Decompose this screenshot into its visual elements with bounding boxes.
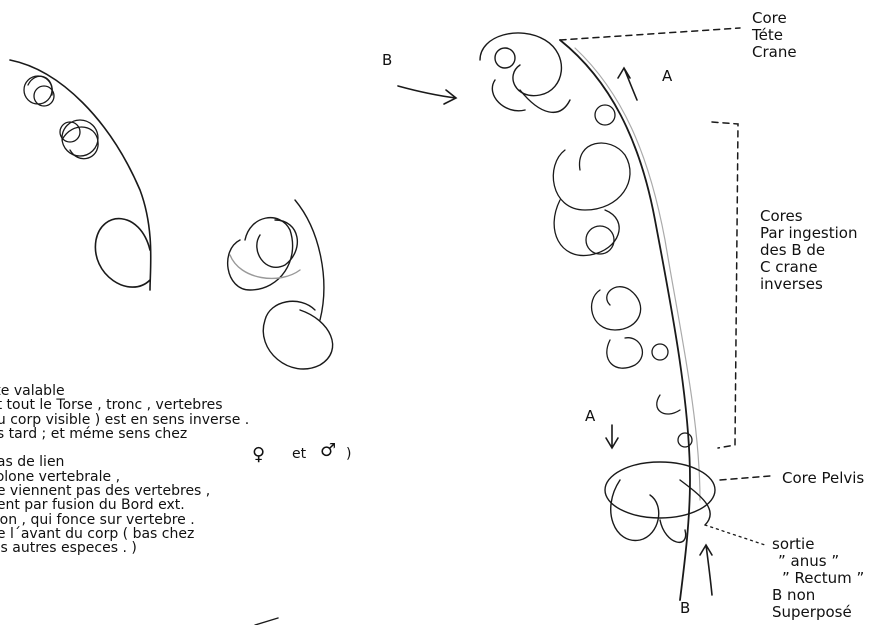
label-arrow-A-mid: A [585,408,595,425]
small-spine-stroke [10,60,151,290]
note-line: us tard ; et méme sens chez [0,427,249,441]
bottom-left-flick [255,618,278,625]
main-spine-stroke [560,40,690,600]
small-coil-mid [60,120,98,159]
label-line: Par ingestion [760,225,857,242]
note-line: et tout le Torse , tronc , vertebres [0,398,249,412]
label-sortie: sortie ” anus ” ” Rectum ” B non Superpo… [772,536,864,621]
note-text-block: ste valable et tout le Torse , tronc , v… [0,384,249,556]
dash-core-pelvis [720,476,770,480]
male-symbol-icon: ♂ [320,440,336,461]
pelvis-core [605,462,715,542]
note-line: nent par fusion du Bord ext. [0,498,249,512]
label-line: ” anus ” [772,553,864,570]
label-arrow-A-top: A [662,68,672,85]
label-close-paren: ) [346,446,351,463]
head-coil [480,33,570,112]
dash-sortie [705,525,765,545]
note-line: de l´avant du corp ( bas chez [0,527,249,541]
label-line: ” Rectum ” [772,570,864,587]
note-line: . [0,441,249,455]
label-line: B non [772,587,864,604]
dash-bracket [712,122,738,448]
arrow-A-mid-stroke [606,425,618,448]
note-line: les autres especes . ) [0,541,249,555]
note-line: ne viennent pas des vertebres , [0,484,249,498]
note-line: du corp visible ) est en sens inverse . [0,413,249,427]
small-sketch-2 [228,200,333,369]
small-loop-bottom [95,219,150,287]
label-line: Superposé [772,604,864,621]
label-line: sortie [772,536,864,553]
arrow-A-top-stroke [618,68,637,100]
note-line: illon , qui fonce sur vertebre . [0,513,249,527]
label-arrow-B-bottom: B [680,600,690,617]
dash-core-tete [560,28,740,40]
small-coil-top [24,76,54,106]
label-line: Core [752,10,797,27]
main-spine-shadow [575,48,700,500]
label-core-pelvis: Core Pelvis [782,470,864,487]
arrow-B-bottom-stroke [700,545,712,595]
label-cores-group: Cores Par ingestion des B de C crane inv… [760,208,857,293]
label-line: Cores [760,208,857,225]
arrow-B-top-stroke [398,86,456,104]
label-line: C crane [760,259,857,276]
note-line: ste valable [0,384,249,398]
label-line: Crane [752,44,797,61]
label-core-tete-crane: Core Téte Crane [752,10,797,61]
label-arrow-B-top: B [382,52,392,69]
label-et: et [292,446,306,463]
label-line: des B de [760,242,857,259]
female-symbol-icon: ♀ [252,444,265,465]
note-line: colone vertebrale , [0,470,249,484]
label-line: Téte [752,27,797,44]
label-line: inverses [760,276,857,293]
note-line: pas de lien [0,455,249,469]
